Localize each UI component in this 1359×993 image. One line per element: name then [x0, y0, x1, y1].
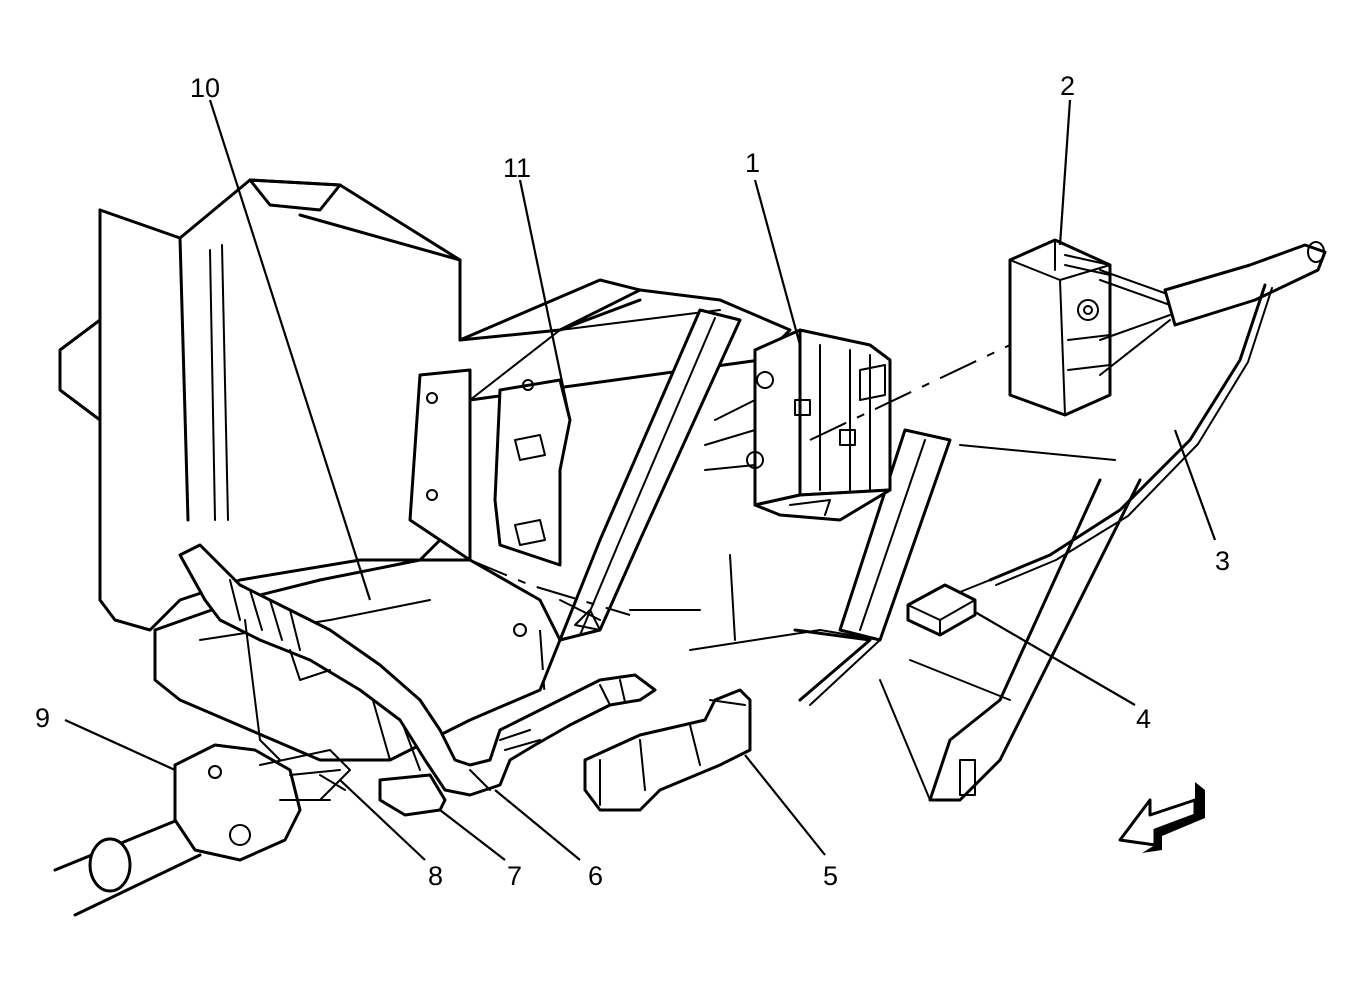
callout-10: 10: [190, 73, 220, 103]
leader-lines: [64, 99, 1217, 861]
forward-arrow-icon: [1118, 782, 1205, 853]
harness-bracket-cover: [583, 688, 752, 812]
electrical-connector: [906, 579, 991, 637]
callout-labels: 1 2 3 4 5 6 7 8 9 10 11: [35, 71, 1230, 891]
callout-1: 1: [745, 148, 760, 178]
callout-9: 9: [35, 703, 50, 733]
callout-8: 8: [428, 861, 443, 891]
junction-block: [704, 328, 892, 522]
floor-panel: [629, 428, 1142, 802]
mounting-bracket: [408, 309, 721, 567]
main-wiring-harness: [178, 543, 657, 797]
callout-11: 11: [503, 153, 531, 183]
callout-6: 6: [588, 861, 603, 891]
callout-3: 3: [1215, 546, 1230, 576]
callout-5: 5: [823, 861, 838, 891]
steering-column: [53, 743, 447, 917]
alignment-lines: [469, 344, 1011, 701]
callout-4: 4: [1136, 704, 1151, 734]
electronic-module: [1008, 238, 1327, 417]
support-channel: [513, 308, 742, 642]
callout-7: 7: [507, 861, 522, 891]
callout-2: 2: [1060, 71, 1075, 101]
sensor-wire: [988, 283, 1273, 586]
